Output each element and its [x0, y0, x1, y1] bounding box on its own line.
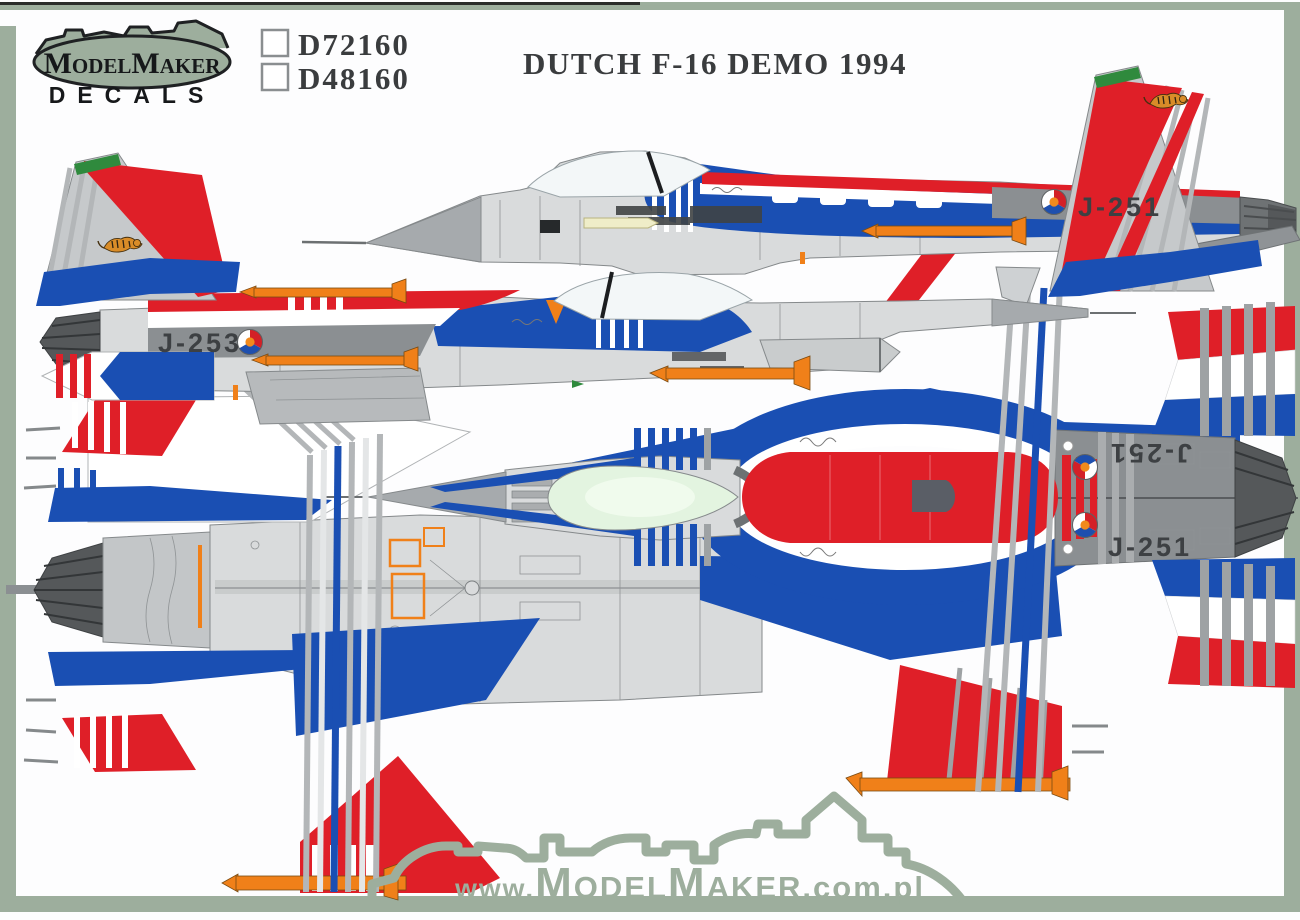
- tail-code-j253: J-253: [158, 328, 242, 358]
- tail-code-j251: J-251: [1078, 192, 1162, 222]
- top-view-left-stabilizer: [1152, 558, 1296, 688]
- blue-stripe-cluster: [634, 428, 711, 566]
- checkbox-d72160[interactable]: [260, 28, 290, 58]
- red-spine: [742, 452, 1058, 543]
- footer: www.MODELMAKER.com.pl: [367, 791, 966, 908]
- tail-code-top-view-lower: J-251: [1108, 532, 1192, 562]
- bottom-view-right-wing: [23, 395, 472, 523]
- top-view: J-251 J-251: [322, 302, 1298, 801]
- wingtip-missile-orange: [861, 216, 1027, 246]
- header: MODELMAKER DECALS D72160 D48160 DUTCH F-…: [32, 19, 907, 108]
- missiles-orange: [238, 278, 811, 391]
- stabilizer: [40, 351, 215, 401]
- tail-fin: [36, 152, 240, 306]
- dutch-roundel-icon: [1072, 512, 1098, 538]
- canopy: [527, 150, 711, 198]
- aft-fuselage-band: [148, 324, 436, 358]
- modelmaker-logo: MODELMAKER DECALS: [32, 19, 232, 108]
- dutch-roundel-icon: [1072, 454, 1098, 480]
- logo-decals-text: DECALS: [49, 82, 216, 108]
- radome: [991, 298, 1089, 327]
- product-code-d48160: D48160: [298, 61, 410, 96]
- top-view-right-stabilizer: [1152, 302, 1296, 436]
- checkbox-d48160[interactable]: [260, 62, 290, 92]
- intake: [759, 337, 901, 373]
- scale-options: D72160 D48160: [260, 27, 410, 96]
- airbrake: [245, 367, 431, 425]
- product-code-d72160: D72160: [298, 27, 410, 62]
- footer-skyline-icon: [367, 791, 966, 903]
- sheet-title: DUTCH F-16 DEMO 1994: [523, 46, 907, 81]
- j253-side-profile: J-253: [36, 152, 1136, 425]
- plan-views: J-251 J-251: [6, 302, 1298, 901]
- logo-brand-text: MODELMAKER: [44, 47, 222, 80]
- fin-tip-green: [74, 154, 121, 175]
- fin-tip-green: [1094, 67, 1141, 88]
- exhaust-top-view: [1234, 439, 1297, 558]
- drag-chute-panel: [912, 480, 955, 512]
- radome: [364, 196, 482, 263]
- tail-code-top-view-upper: J-251: [1108, 438, 1192, 468]
- website-link[interactable]: www.MODELMAKER.com.pl: [454, 859, 925, 908]
- bottom-view-left-stabilizer: [23, 650, 332, 772]
- aft-fuselage-dark: [1054, 429, 1298, 567]
- tail-fin: [1048, 65, 1262, 297]
- j251-side-profile: J-251: [301, 65, 1300, 307]
- dutch-roundel-icon: [1041, 189, 1067, 215]
